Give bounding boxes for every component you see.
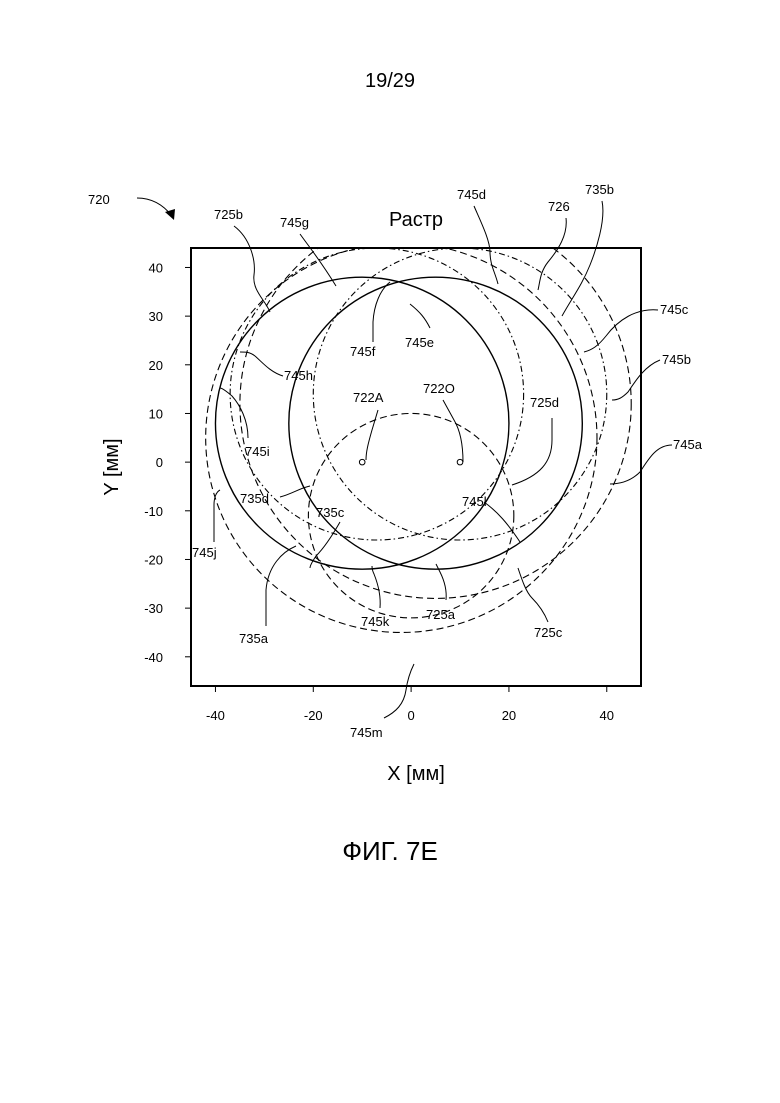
ref-label-725b: 725b bbox=[214, 207, 243, 222]
ref-label-735a: 735a bbox=[239, 631, 269, 646]
circle-725b bbox=[215, 277, 508, 569]
ref-label-745b: 745b bbox=[662, 352, 691, 367]
ref-label-745c: 745c bbox=[660, 302, 689, 317]
y-tick-label: 10 bbox=[149, 406, 163, 421]
leader-725b bbox=[234, 226, 270, 312]
leader-745d bbox=[474, 206, 498, 284]
ref-label-745e: 745e bbox=[405, 335, 434, 350]
ref-label-745k: 745k bbox=[361, 614, 390, 629]
leader-745i bbox=[220, 388, 248, 438]
leader-745e bbox=[410, 304, 430, 328]
ref-label-745j: 745j bbox=[192, 545, 217, 560]
ref-label-722A: 722A bbox=[353, 390, 384, 405]
ref-label-745f: 745f bbox=[350, 344, 376, 359]
leader-722A bbox=[366, 410, 378, 460]
ref-label-745g: 745g bbox=[280, 215, 309, 230]
leader-745c bbox=[584, 310, 658, 352]
plot-title: Растр bbox=[389, 209, 443, 231]
ref-label-745a: 745a bbox=[673, 437, 703, 452]
leader-745l bbox=[484, 502, 520, 542]
y-tick-label: -10 bbox=[144, 504, 163, 519]
y-tick-label: 30 bbox=[149, 309, 163, 324]
ref-label-735b: 735b bbox=[585, 182, 614, 197]
plot-frame bbox=[191, 248, 641, 686]
ref-label-735c: 735c bbox=[316, 505, 345, 520]
point-722O bbox=[457, 459, 463, 465]
y-tick-label: -40 bbox=[144, 650, 163, 665]
leader-725d bbox=[512, 418, 552, 485]
ref-label-745d: 745d bbox=[457, 187, 486, 202]
y-tick-label: 0 bbox=[156, 455, 163, 470]
ref-label-726: 726 bbox=[548, 199, 570, 214]
y-tick-label: 20 bbox=[149, 358, 163, 373]
ref-label-735d: 735d bbox=[240, 491, 269, 506]
x-tick-label: 40 bbox=[600, 708, 614, 723]
y-axis-label: Y [мм] bbox=[101, 438, 123, 495]
leader-722O bbox=[443, 400, 463, 462]
leader-745j bbox=[214, 490, 220, 542]
ref-label-745h: 745h bbox=[284, 368, 313, 383]
ref-label-745m: 745m bbox=[350, 725, 383, 740]
y-tick-label: -20 bbox=[144, 552, 163, 567]
point-722A bbox=[359, 459, 365, 465]
circle-725c bbox=[240, 209, 631, 598]
leader-745b bbox=[612, 360, 660, 400]
figure-ref-label: 720 bbox=[88, 192, 110, 207]
ref-label-745i: 745i bbox=[245, 444, 270, 459]
ref-label-745l: 745l bbox=[462, 494, 487, 509]
figure-caption: ФИГ. 7E bbox=[0, 836, 780, 867]
ref-label-725a: 725a bbox=[426, 607, 456, 622]
circle-group bbox=[206, 209, 632, 632]
ref-label-725c: 725c bbox=[534, 625, 563, 640]
leader-735a bbox=[266, 546, 296, 626]
y-tick-label: 40 bbox=[149, 260, 163, 275]
x-axis-label: X [мм] bbox=[387, 763, 445, 785]
leader-745k bbox=[372, 566, 380, 608]
figure-7e: Растр -40 -20 0 20 40 40 30 20 10 0 -10 -20 -30 -40 X [… bbox=[0, 0, 780, 900]
leader-745g bbox=[300, 234, 336, 286]
x-tick-label: 0 bbox=[407, 708, 414, 723]
x-tick-label: -20 bbox=[304, 708, 323, 723]
figure-ref-arrowhead bbox=[165, 209, 175, 220]
leader-725c bbox=[518, 568, 548, 622]
leader-745f bbox=[373, 282, 390, 342]
x-tick-label: 20 bbox=[502, 708, 516, 723]
leader-726 bbox=[538, 218, 566, 290]
ref-label-722O: 722O bbox=[423, 381, 455, 396]
x-tick-label: -40 bbox=[206, 708, 225, 723]
ref-label-725d: 725d bbox=[530, 395, 559, 410]
y-tick-label: -30 bbox=[144, 601, 163, 616]
leader-735b bbox=[562, 201, 603, 316]
